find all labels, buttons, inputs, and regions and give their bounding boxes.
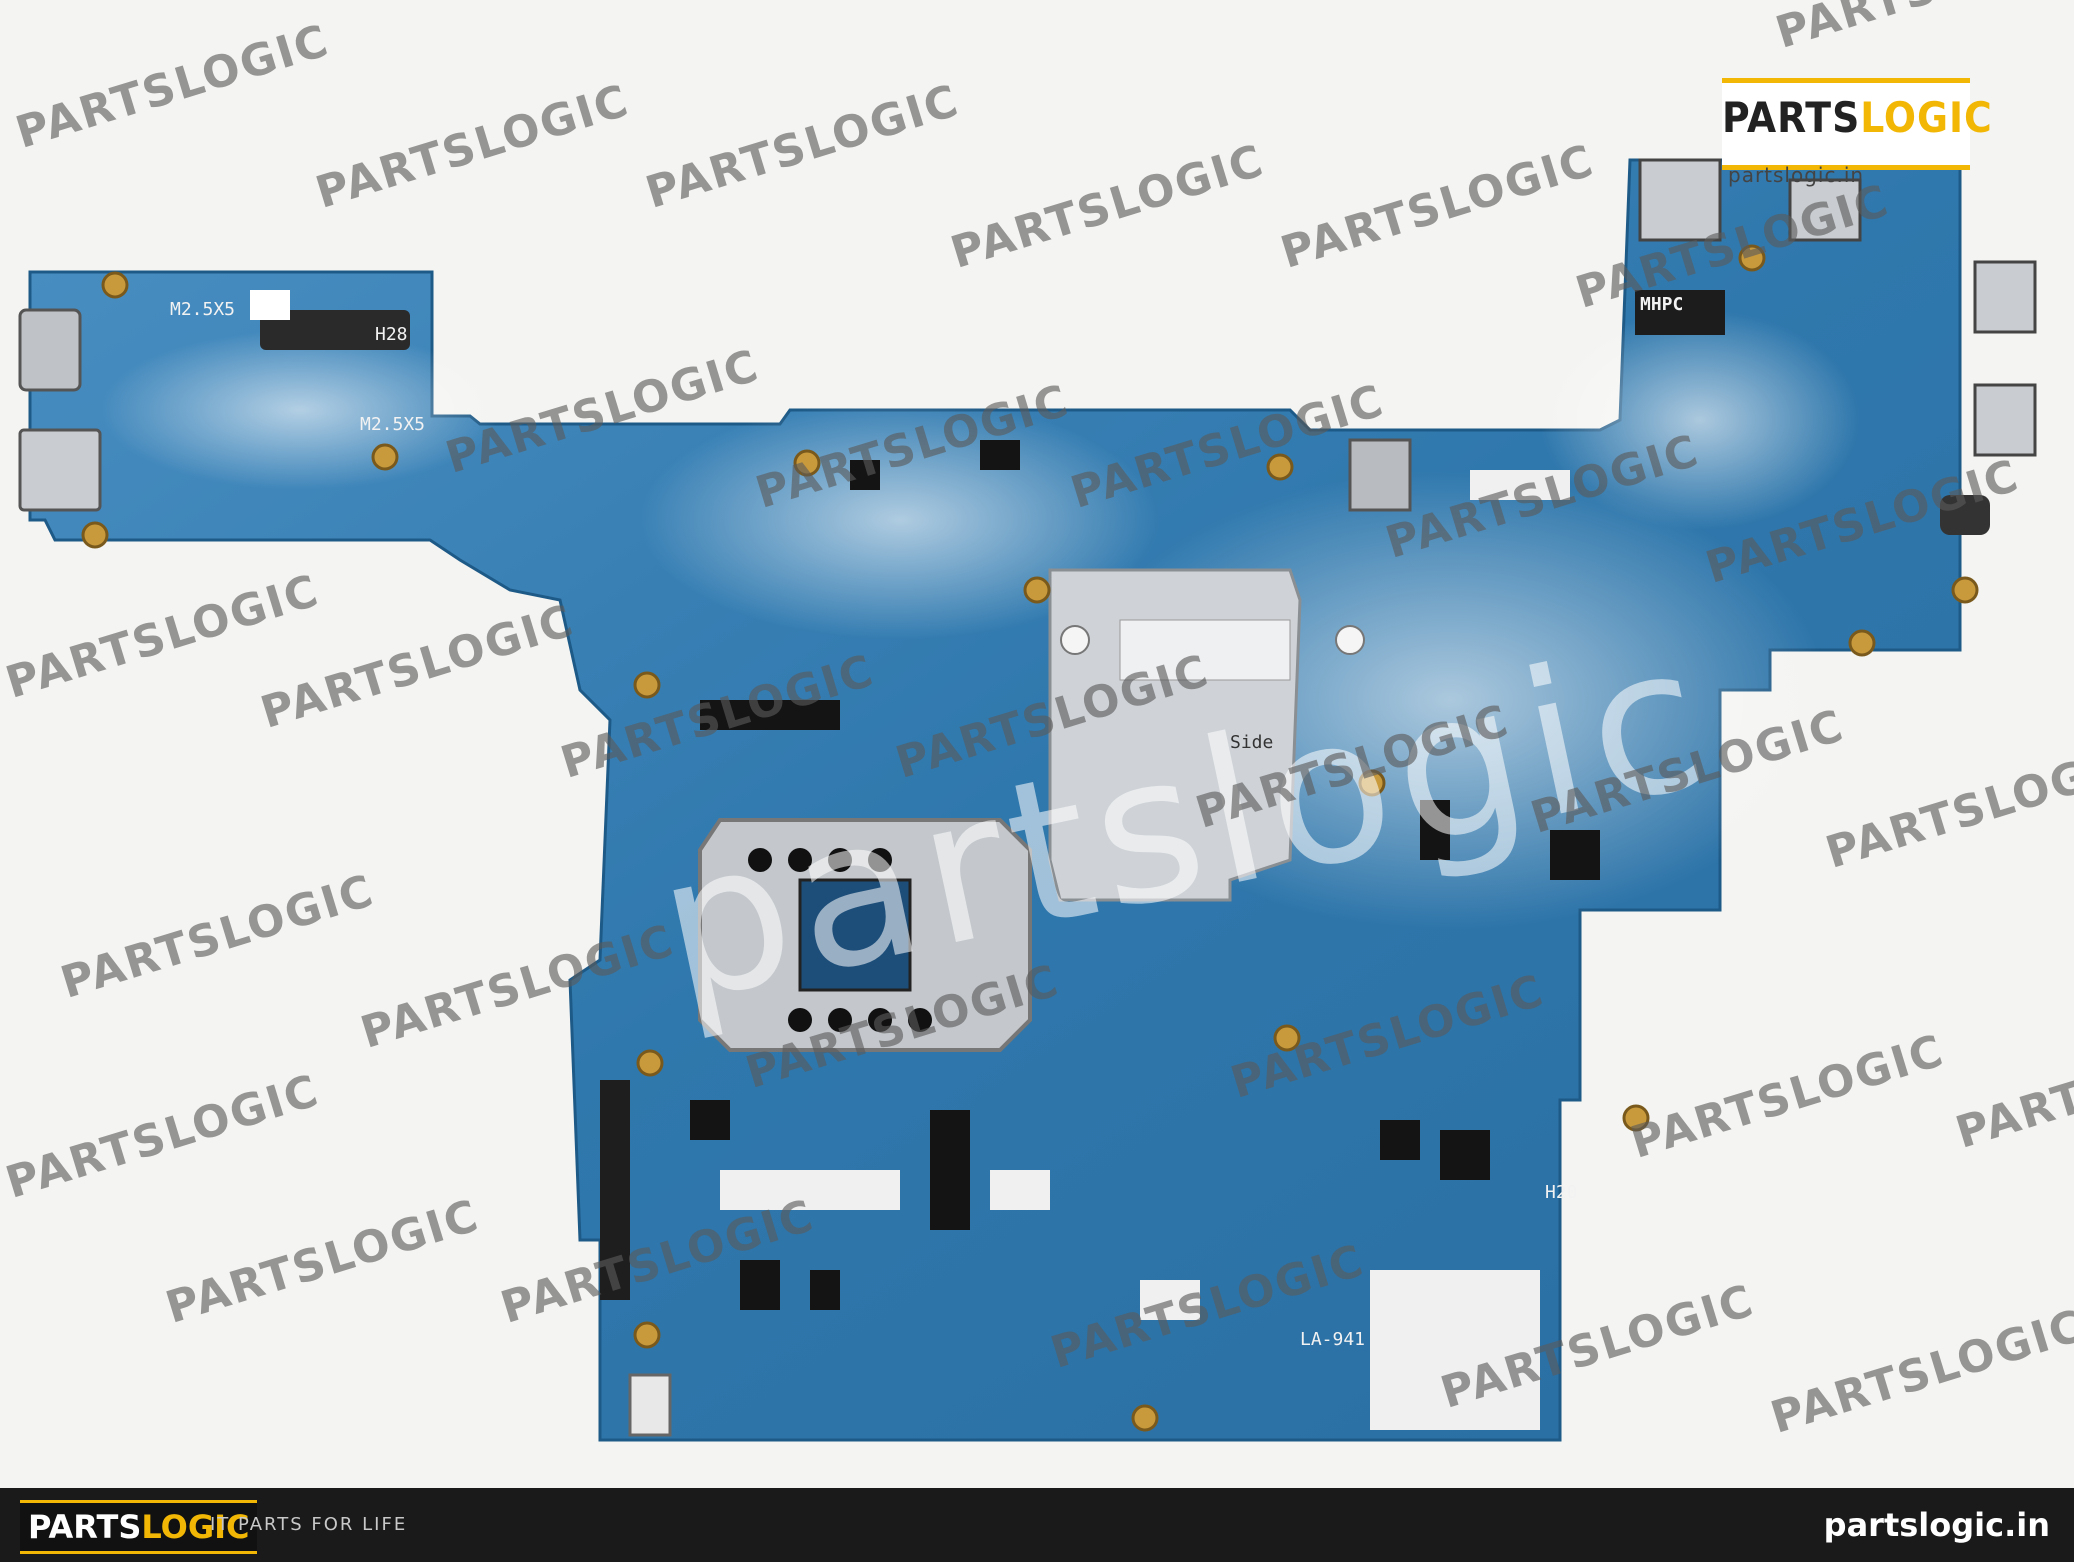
screw-hole bbox=[1060, 625, 1090, 655]
displayport bbox=[1788, 178, 1862, 242]
logo-text-dark: PARTS bbox=[28, 1508, 142, 1546]
silkscreen: M2.5X5 M2.5X5 H28 H20 MHPC LA-941 Side bbox=[170, 294, 1683, 1350]
hole-label: H20 bbox=[1545, 1182, 1578, 1203]
ethernet-port bbox=[1638, 158, 1722, 242]
light-glare bbox=[100, 330, 500, 490]
logo-text-accent: LOGIC bbox=[1860, 93, 1993, 142]
bracket-holes bbox=[748, 848, 932, 1032]
usb-port bbox=[18, 428, 102, 512]
sata-connector bbox=[600, 1080, 630, 1300]
footer-logo: PARTSLOGIC bbox=[20, 1500, 258, 1554]
mounting-pads bbox=[81, 244, 1979, 1432]
connector bbox=[260, 310, 410, 350]
usb-port bbox=[1973, 383, 2037, 457]
tagline: IT PARTS FOR LIFE bbox=[210, 1514, 408, 1535]
screw-hole bbox=[1335, 625, 1365, 655]
shield-text: Side bbox=[1230, 732, 1273, 753]
cpu-die bbox=[798, 878, 912, 992]
logo-text-accent: LOGIC bbox=[141, 1508, 250, 1546]
label-sticker bbox=[1119, 619, 1291, 681]
audio-jack bbox=[1940, 495, 1990, 535]
logo-text-dark: PARTS bbox=[1722, 93, 1861, 142]
hdmi-port bbox=[18, 308, 82, 392]
chip-label: MHPC bbox=[1640, 294, 1683, 315]
footer-url: partslogic.in bbox=[1823, 1506, 2050, 1544]
brand-url: partslogic.in bbox=[1728, 163, 1865, 187]
stickers bbox=[720, 470, 1570, 1430]
footer-bar: PARTSLOGIC IT PARTS FOR LIFE partslogic.… bbox=[0, 1488, 2074, 1562]
light-glare bbox=[1540, 310, 1860, 530]
chips bbox=[690, 440, 1600, 1310]
sim-slot bbox=[1348, 438, 1412, 512]
hole-label: H28 bbox=[375, 324, 408, 345]
magnetics-chip bbox=[1635, 290, 1725, 335]
screw-label: M2.5X5 bbox=[170, 299, 235, 320]
battery-connector bbox=[628, 1373, 672, 1437]
screw-label: M2.5X5 bbox=[360, 414, 425, 435]
board-code: LA-941 bbox=[1300, 1329, 1365, 1350]
usb-port bbox=[1973, 260, 2037, 334]
sticker bbox=[250, 290, 290, 320]
brand-logo: PARTSLOGIC bbox=[1722, 78, 1992, 170]
